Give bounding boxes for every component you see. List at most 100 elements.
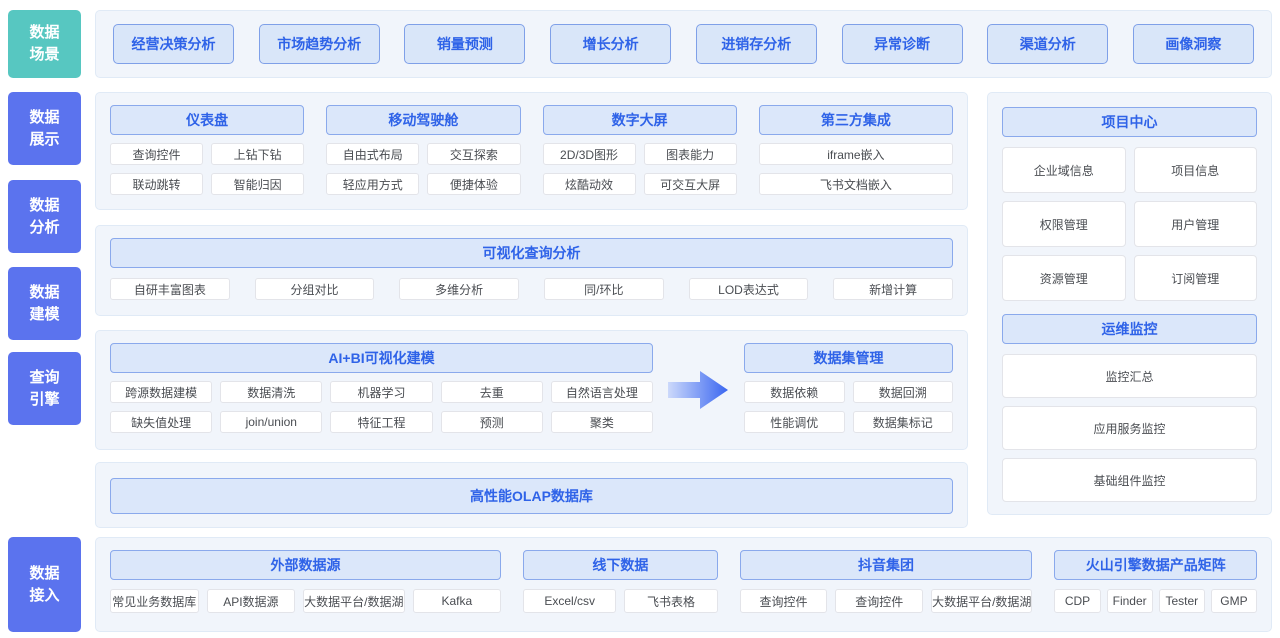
feature-chip: 联动跳转 [110, 173, 204, 195]
feature-chip: 自由式布局 [326, 143, 420, 165]
group-third-party: 第三方集成 iframe嵌入 飞书文档嵌入 [758, 105, 953, 197]
feature-chip: Tester [1158, 589, 1205, 613]
panel-item: 资源管理 [1002, 255, 1126, 301]
feature-chip: 交互探索 [427, 143, 521, 165]
feature-chip: 数据回溯 [852, 381, 953, 403]
group-title: 运维监控 [1002, 314, 1257, 344]
group-title: 线下数据 [523, 550, 718, 580]
group-mobile-cockpit: 移动驾驶舱 自由式布局 交互探索 轻应用方式 便捷体验 [326, 105, 521, 197]
scene-button: 销量预测 [404, 24, 526, 64]
feature-chip: join/union [220, 411, 323, 433]
rail-label-access: 数据 接入 [8, 537, 81, 632]
engine-section: 高性能OLAP数据库 [95, 462, 968, 528]
panel-item: 监控汇总 [1002, 354, 1257, 398]
panel-item: 用户管理 [1133, 201, 1257, 247]
rail-label-modeling: 数据 建模 [8, 267, 81, 340]
group-title: 火山引擎数据产品矩阵 [1054, 550, 1257, 580]
access-band: 数据 接入 外部数据源 常见业务数据库 API数据源 大数据平台/数据湖 Kaf… [8, 537, 1272, 632]
feature-chip: 查询控件 [110, 143, 204, 165]
feature-chip: 飞书文档嵌入 [758, 173, 953, 195]
group-title: 第三方集成 [758, 105, 953, 135]
feature-chip: 查询控件 [739, 589, 828, 613]
feature-chip: CDP [1054, 589, 1101, 613]
group-title: 移动驾驶舱 [326, 105, 521, 135]
group-dataset-management: 数据集管理 数据依赖 数据回溯 性能调优 数据集标记 [744, 343, 953, 437]
panel-item: 基础组件监控 [1002, 458, 1257, 502]
feature-chip: 自研丰富图表 [110, 278, 230, 300]
feature-chip: Kafka [412, 589, 502, 613]
group-title: 仪表盘 [110, 105, 305, 135]
panel-item: 订阅管理 [1133, 255, 1257, 301]
scene-button: 增长分析 [550, 24, 672, 64]
scene-button: 渠道分析 [987, 24, 1109, 64]
panel-item: 权限管理 [1002, 201, 1126, 247]
feature-chip: GMP [1210, 589, 1257, 613]
group-title: 项目中心 [1002, 107, 1257, 137]
feature-chip: 预测 [440, 411, 543, 433]
feature-chip: 机器学习 [330, 381, 433, 403]
modeling-section: AI+BI可视化建模 跨源数据建模 数据清洗 机器学习 去重 自然语言处理 缺失… [95, 330, 968, 450]
group-title: AI+BI可视化建模 [110, 343, 653, 373]
scene-button: 市场趋势分析 [258, 24, 380, 64]
scene-section: 经营决策分析 市场趋势分析 销量预测 增长分析 进销存分析 异常诊断 渠道分析 … [95, 10, 1272, 78]
feature-chip: 大数据平台/数据湖 [303, 589, 405, 613]
feature-chip: 可交互大屏 [643, 173, 737, 195]
feature-chip: 特征工程 [330, 411, 433, 433]
feature-chip: 自然语言处理 [550, 381, 653, 403]
feature-chip: 大数据平台/数据湖 [931, 589, 1033, 613]
feature-chip: 多维分析 [399, 278, 519, 300]
feature-chip: API数据源 [206, 589, 296, 613]
feature-chip: 查询控件 [835, 589, 924, 613]
group-title: 数字大屏 [542, 105, 737, 135]
feature-chip: 缺失值处理 [110, 411, 213, 433]
scene-button: 画像洞察 [1132, 24, 1254, 64]
panel-item: 项目信息 [1133, 147, 1257, 193]
feature-chip: LOD表达式 [688, 278, 809, 300]
feature-chip: 新增计算 [833, 278, 953, 300]
panel-item: 企业域信息 [1002, 147, 1126, 193]
rail-column: 数据 展示 数据 分析 数据 建模 查询 引擎 [8, 92, 81, 528]
feature-chip: 数据集标记 [852, 411, 953, 433]
rail-label-display: 数据 展示 [8, 92, 81, 165]
feature-chip: 上钻下钻 [211, 143, 305, 165]
feature-chip: 数据依赖 [744, 381, 845, 403]
feature-chip: 去重 [440, 381, 543, 403]
feature-chip: 智能归因 [211, 173, 305, 195]
panel-item: 应用服务监控 [1002, 406, 1257, 450]
access-section: 外部数据源 常见业务数据库 API数据源 大数据平台/数据湖 Kafka 线下数… [95, 537, 1272, 632]
right-panel: 项目中心 企业域信息 项目信息 权限管理 用户管理 资源管理 订阅管理 运维监控… [987, 92, 1272, 515]
feature-chip: 2D/3D图形 [542, 143, 636, 165]
group-dashboard: 仪表盘 查询控件 上钻下钻 联动跳转 智能归因 [110, 105, 305, 197]
feature-chip: 常见业务数据库 [110, 589, 199, 613]
feature-chip: 便捷体验 [427, 173, 521, 195]
group-douyin: 抖音集团 查询控件 查询控件 大数据平台/数据湖 [739, 550, 1033, 619]
feature-chip: 性能调优 [744, 411, 845, 433]
group-volcengine-matrix: 火山引擎数据产品矩阵 CDP Finder Tester GMP [1054, 550, 1257, 619]
group-big-screen: 数字大屏 2D/3D图形 图表能力 炫酷动效 可交互大屏 [542, 105, 737, 197]
feature-chip: 数据清洗 [220, 381, 323, 403]
analysis-section: 可视化查询分析 自研丰富图表 分组对比 多维分析 同/环比 LOD表达式 新增计… [95, 225, 968, 316]
rail-label-analysis: 数据 分析 [8, 180, 81, 253]
olap-db-block: 高性能OLAP数据库 [110, 478, 953, 514]
scene-button: 异常诊断 [841, 24, 963, 64]
scene-band: 数据 场景 经营决策分析 市场趋势分析 销量预测 增长分析 进销存分析 异常诊断… [8, 10, 1272, 78]
arrow-right-icon [667, 371, 728, 409]
display-section: 仪表盘 查询控件 上钻下钻 联动跳转 智能归因 移动驾驶舱 自由式布局 交互探索… [95, 92, 968, 210]
feature-chip: Excel/csv [523, 589, 617, 613]
middle-area: 数据 展示 数据 分析 数据 建模 查询 引擎 仪表盘 查询控件 上钻下钻 联动… [8, 92, 1272, 528]
feature-chip: Finder [1106, 589, 1153, 613]
feature-chip: iframe嵌入 [758, 143, 953, 165]
feature-chip: 同/环比 [543, 278, 664, 300]
group-title: 抖音集团 [739, 550, 1033, 580]
scene-button: 经营决策分析 [113, 24, 234, 64]
feature-chip: 分组对比 [254, 278, 375, 300]
group-title: 数据集管理 [744, 343, 953, 373]
feature-chip: 飞书表格 [624, 589, 718, 613]
group-external-sources: 外部数据源 常见业务数据库 API数据源 大数据平台/数据湖 Kafka [110, 550, 502, 619]
group-ai-bi-modeling: AI+BI可视化建模 跨源数据建模 数据清洗 机器学习 去重 自然语言处理 缺失… [110, 343, 653, 437]
feature-chip: 聚类 [550, 411, 653, 433]
group-offline-data: 线下数据 Excel/csv 飞书表格 [523, 550, 718, 619]
group-title: 外部数据源 [110, 550, 502, 580]
feature-chip: 炫酷动效 [542, 173, 636, 195]
rail-label-scene: 数据 场景 [8, 10, 81, 78]
